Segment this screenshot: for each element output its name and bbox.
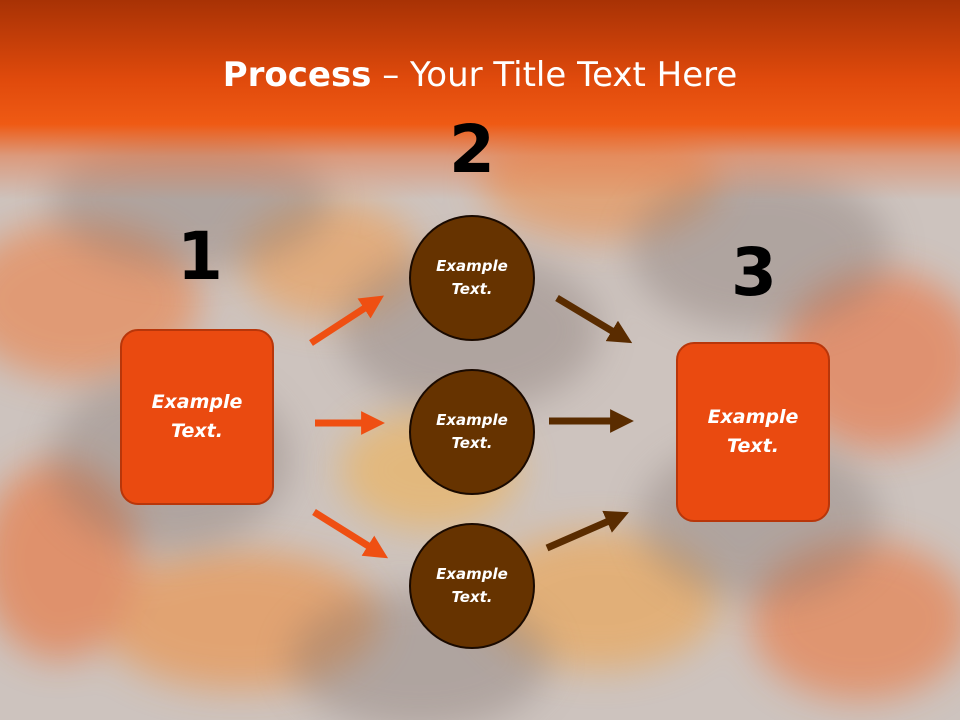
- step-3-text: Example Text.: [707, 406, 799, 457]
- arrow-bottom-to-3: [545, 510, 629, 552]
- step-number-3: 3: [731, 234, 777, 311]
- circle-bottom: Example Text.: [409, 523, 535, 649]
- circle-middle-text: Example Text.: [436, 411, 508, 452]
- circle-bottom-text: Example Text.: [436, 565, 508, 606]
- slide-title: Process – Your Title Text Here: [0, 52, 960, 98]
- step-3-box: Example Text.: [676, 342, 830, 522]
- arrow-top-to-3: [555, 294, 633, 344]
- title-band: [0, 0, 960, 200]
- circle-top-text: Example Text.: [436, 257, 508, 298]
- step-number-1: 1: [177, 218, 223, 295]
- circle-top: Example Text.: [409, 215, 535, 341]
- step-1-box: Example Text.: [120, 329, 274, 505]
- step-number-2: 2: [449, 111, 495, 188]
- arrow-1-to-top: [309, 295, 384, 346]
- arrow-1-to-bottom: [312, 509, 389, 559]
- circle-middle: Example Text.: [409, 369, 535, 495]
- title-bold: Process: [222, 55, 372, 95]
- step-1-text: Example Text.: [151, 391, 243, 442]
- title-rest: – Your Title Text Here: [371, 55, 738, 95]
